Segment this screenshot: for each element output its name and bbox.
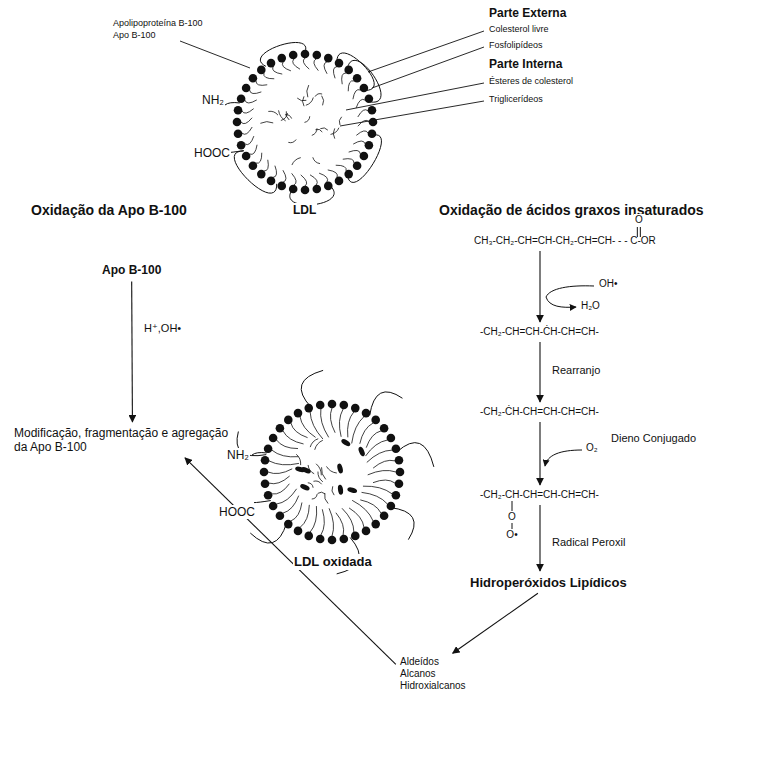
- label: H₂O: [580, 300, 601, 312]
- node-text: CH₃-CH₂-CH=CH-CH₂-CH=CH- - - C-OR: [474, 235, 656, 247]
- label: Triglicerídeos: [488, 94, 544, 105]
- label: Dieno Conjugado: [610, 432, 697, 445]
- label: Oxidação da Apo B-100: [30, 202, 188, 219]
- label: Fosfolipídeos: [488, 40, 544, 51]
- label: Parte Externa: [488, 6, 567, 20]
- node-text: Hidroperóxidos Lipídicos: [470, 575, 627, 591]
- label: LDL: [292, 203, 317, 217]
- label: O₂: [585, 442, 599, 454]
- arrow-connector: [131, 281, 133, 422]
- text-node: Modificação, fragmentação e agregação da…: [12, 425, 231, 456]
- text-node: Aldeídos Alcanos Hidroxialcanos: [398, 655, 468, 693]
- node-text: -CH₂-ĊH-CH=CH-CH=CH-: [480, 406, 599, 418]
- edge-label: Rearranjo: [550, 364, 602, 377]
- label: O: [634, 214, 644, 226]
- edge-label: H⁺,OH•: [142, 322, 183, 335]
- label: NH₂: [201, 93, 225, 107]
- label: Apolipoproteína B-100: [112, 18, 204, 29]
- arrow-connector: [539, 342, 540, 402]
- node-text: -CH₂-CH-CH=CH-CH=CH-: [480, 489, 599, 501]
- arrow-connector: [539, 505, 540, 571]
- text-node: Hidroperóxidos Lipídicos: [468, 574, 629, 592]
- label: Parte Interna: [488, 57, 563, 71]
- label: Ésteres de colesterol: [488, 76, 574, 87]
- edge-label: Radical Peroxil: [550, 536, 627, 549]
- label: LDL oxidada: [293, 554, 373, 570]
- node-text: Apo B-100: [102, 263, 161, 277]
- leader-lines: [180, 31, 484, 126]
- chemical-bonds: [512, 227, 640, 530]
- label: O•: [505, 529, 518, 541]
- ldl-particles: [225, 42, 434, 573]
- label: Apo B-100: [112, 30, 157, 41]
- arrow-connector: [539, 422, 540, 485]
- arrow-connector: [539, 251, 540, 322]
- arrow-connector: [185, 458, 396, 664]
- text-node: CH₃-CH₂-CH=CH-CH₂-CH=CH- - - C-OR: [472, 234, 658, 248]
- label: Colesterol livre: [488, 24, 550, 35]
- label: OH•: [598, 278, 619, 290]
- label: HOOC: [193, 146, 231, 160]
- text-node: -CH₂-ĊH-CH=CH-CH=CH-: [478, 405, 601, 419]
- connectors: [132, 251, 540, 664]
- label: O: [507, 511, 517, 523]
- node-text: Aldeídos Alcanos Hidroxialcanos: [400, 656, 466, 692]
- text-node: -CH₂-CH=CH-ĊH-CH=CH-: [478, 325, 601, 339]
- arrow-connector: [453, 593, 538, 653]
- label: NH₂: [226, 448, 250, 462]
- node-text: Modificação, fragmentação e agregação da…: [14, 426, 229, 455]
- node-text: -CH₂-CH=CH-ĊH-CH=CH-: [480, 326, 599, 338]
- label: HOOC: [218, 505, 256, 519]
- text-node: Apo B-100: [100, 262, 163, 278]
- label: Oxidação de ácidos graxos insaturados: [438, 202, 705, 219]
- text-node: -CH₂-CH-CH=CH-CH=CH-: [478, 488, 601, 502]
